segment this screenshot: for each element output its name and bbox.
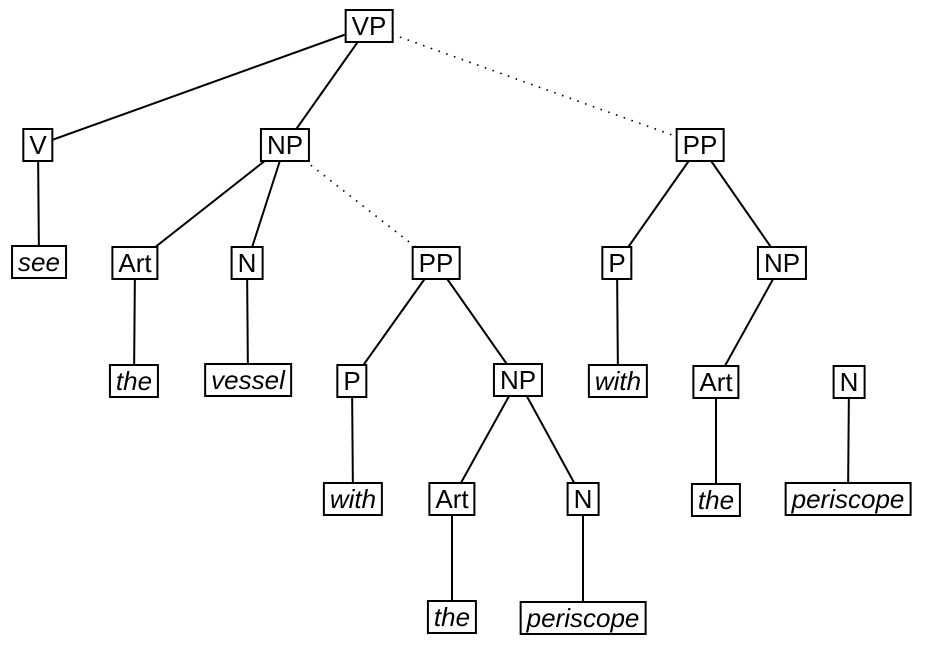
edge-p2-with2 bbox=[616, 262, 619, 382]
node-n3: N bbox=[832, 365, 866, 399]
node-np1: NP bbox=[259, 128, 311, 162]
node-the3: the bbox=[690, 483, 742, 517]
node-periscope3: periscope bbox=[784, 482, 912, 516]
edge-np3-art3 bbox=[715, 262, 783, 383]
edge-np1-n1 bbox=[246, 144, 286, 264]
node-p2: P bbox=[601, 246, 633, 280]
edge-vp-v bbox=[37, 25, 370, 146]
edge-n1-vessel1 bbox=[246, 262, 249, 381]
edge-pp2-np3 bbox=[699, 144, 783, 264]
edge-pp2-p2 bbox=[616, 144, 701, 264]
node-n1: N bbox=[230, 246, 264, 280]
edge-art1-the1 bbox=[133, 262, 136, 382]
edge-vp-np1 bbox=[284, 25, 370, 146]
edge-v-see bbox=[37, 144, 40, 263]
node-p1: P bbox=[336, 364, 368, 398]
edge-pp1-p1 bbox=[351, 262, 437, 382]
edge-n3-periscope3 bbox=[847, 381, 850, 500]
node-pp2: PP bbox=[675, 128, 725, 162]
node-art1: Art bbox=[111, 246, 159, 280]
node-pp1: PP bbox=[411, 246, 461, 280]
node-np2: NP bbox=[492, 363, 544, 397]
edge-np1-art1 bbox=[134, 144, 286, 264]
node-vp: VP bbox=[344, 9, 394, 43]
edge-np2-n2 bbox=[517, 379, 584, 500]
edge-pp1-np2 bbox=[435, 262, 519, 381]
node-periscope2: periscope bbox=[519, 601, 647, 635]
node-np3: NP bbox=[756, 246, 808, 280]
node-n2: N bbox=[566, 482, 600, 516]
edge-np2-art2 bbox=[451, 379, 519, 500]
node-art3: Art bbox=[692, 365, 740, 399]
node-the2: the bbox=[426, 600, 478, 634]
node-see: see bbox=[11, 245, 67, 279]
node-art2: Art bbox=[428, 482, 476, 516]
node-vessel1: vessel bbox=[204, 363, 292, 397]
node-with2: with bbox=[587, 364, 649, 398]
node-the1: the bbox=[108, 364, 160, 398]
node-v: V bbox=[22, 128, 54, 162]
node-with1: with bbox=[322, 482, 384, 516]
edge-p1-with1 bbox=[351, 380, 354, 500]
edge-vp-pp2 bbox=[368, 25, 701, 146]
